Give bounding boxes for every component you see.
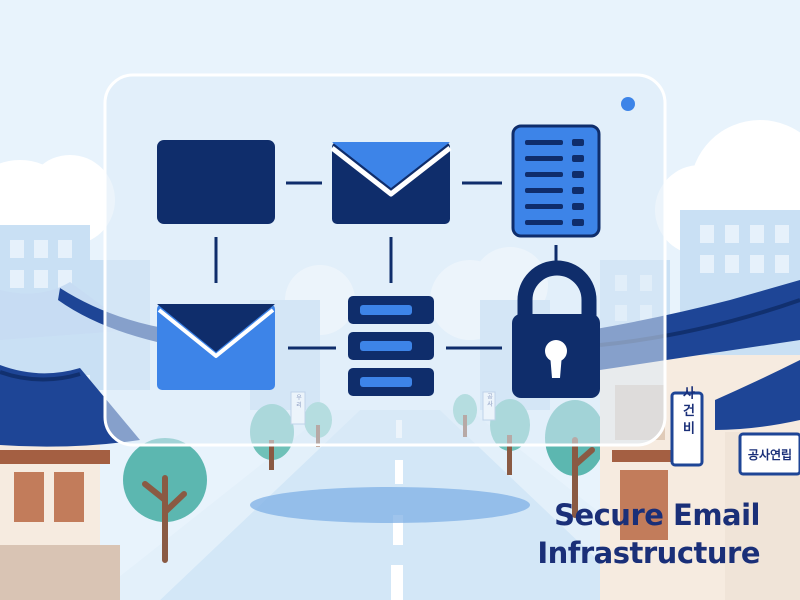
glass-shadow (250, 487, 530, 523)
envelope-icon-2 (157, 304, 275, 390)
tree-left-front (123, 438, 207, 563)
envelope-icon (330, 142, 452, 224)
shop-sign-text: 공사연립 (748, 447, 792, 462)
title-line-1: Secure Email (554, 498, 760, 532)
title-line-2: Infrastructure (537, 536, 760, 570)
window-icon (157, 140, 275, 224)
connectors (214, 181, 558, 350)
status-dot-icon (621, 97, 635, 111)
sidewalk-left (90, 410, 360, 600)
shop-sign: 공사연립 (738, 432, 800, 476)
server-list-icon (511, 124, 601, 238)
vertical-sign: 사 건 비 (670, 385, 704, 467)
lock-icon (512, 260, 600, 398)
vertical-sign-text: 사 건 비 (680, 385, 695, 435)
server-stack-icon (348, 296, 434, 396)
